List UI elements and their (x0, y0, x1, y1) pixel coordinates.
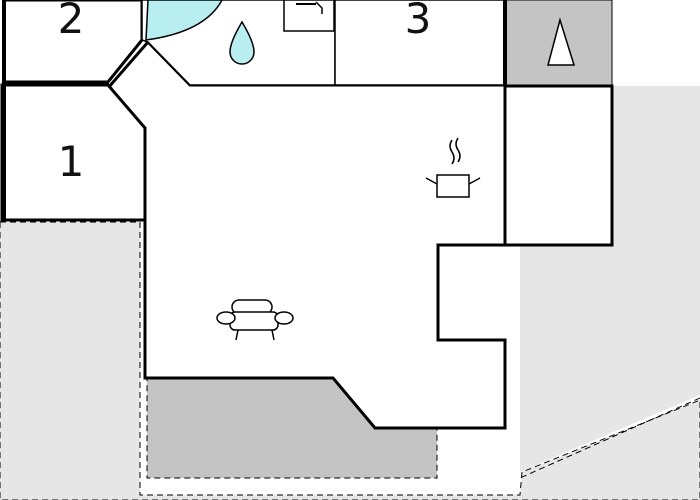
cooking-pot-icon (425, 137, 481, 198)
room-label-3: 3 (405, 0, 432, 43)
sofa-icon (216, 299, 294, 341)
kitchen-annex (503, 84, 614, 247)
outdoor-border-diagonal (519, 397, 700, 479)
shower-icon (283, 0, 335, 32)
water-drop-icon (229, 20, 255, 65)
outdoor-area-right (505, 86, 700, 472)
outdoor-area (0, 221, 700, 500)
room-label-1: 1 (58, 137, 85, 186)
living-room (105, 39, 507, 430)
tent-icon (547, 17, 576, 66)
bedroom-3 (334, 0, 506, 86)
room-label-2: 2 (58, 0, 85, 43)
pool (145, 0, 223, 41)
